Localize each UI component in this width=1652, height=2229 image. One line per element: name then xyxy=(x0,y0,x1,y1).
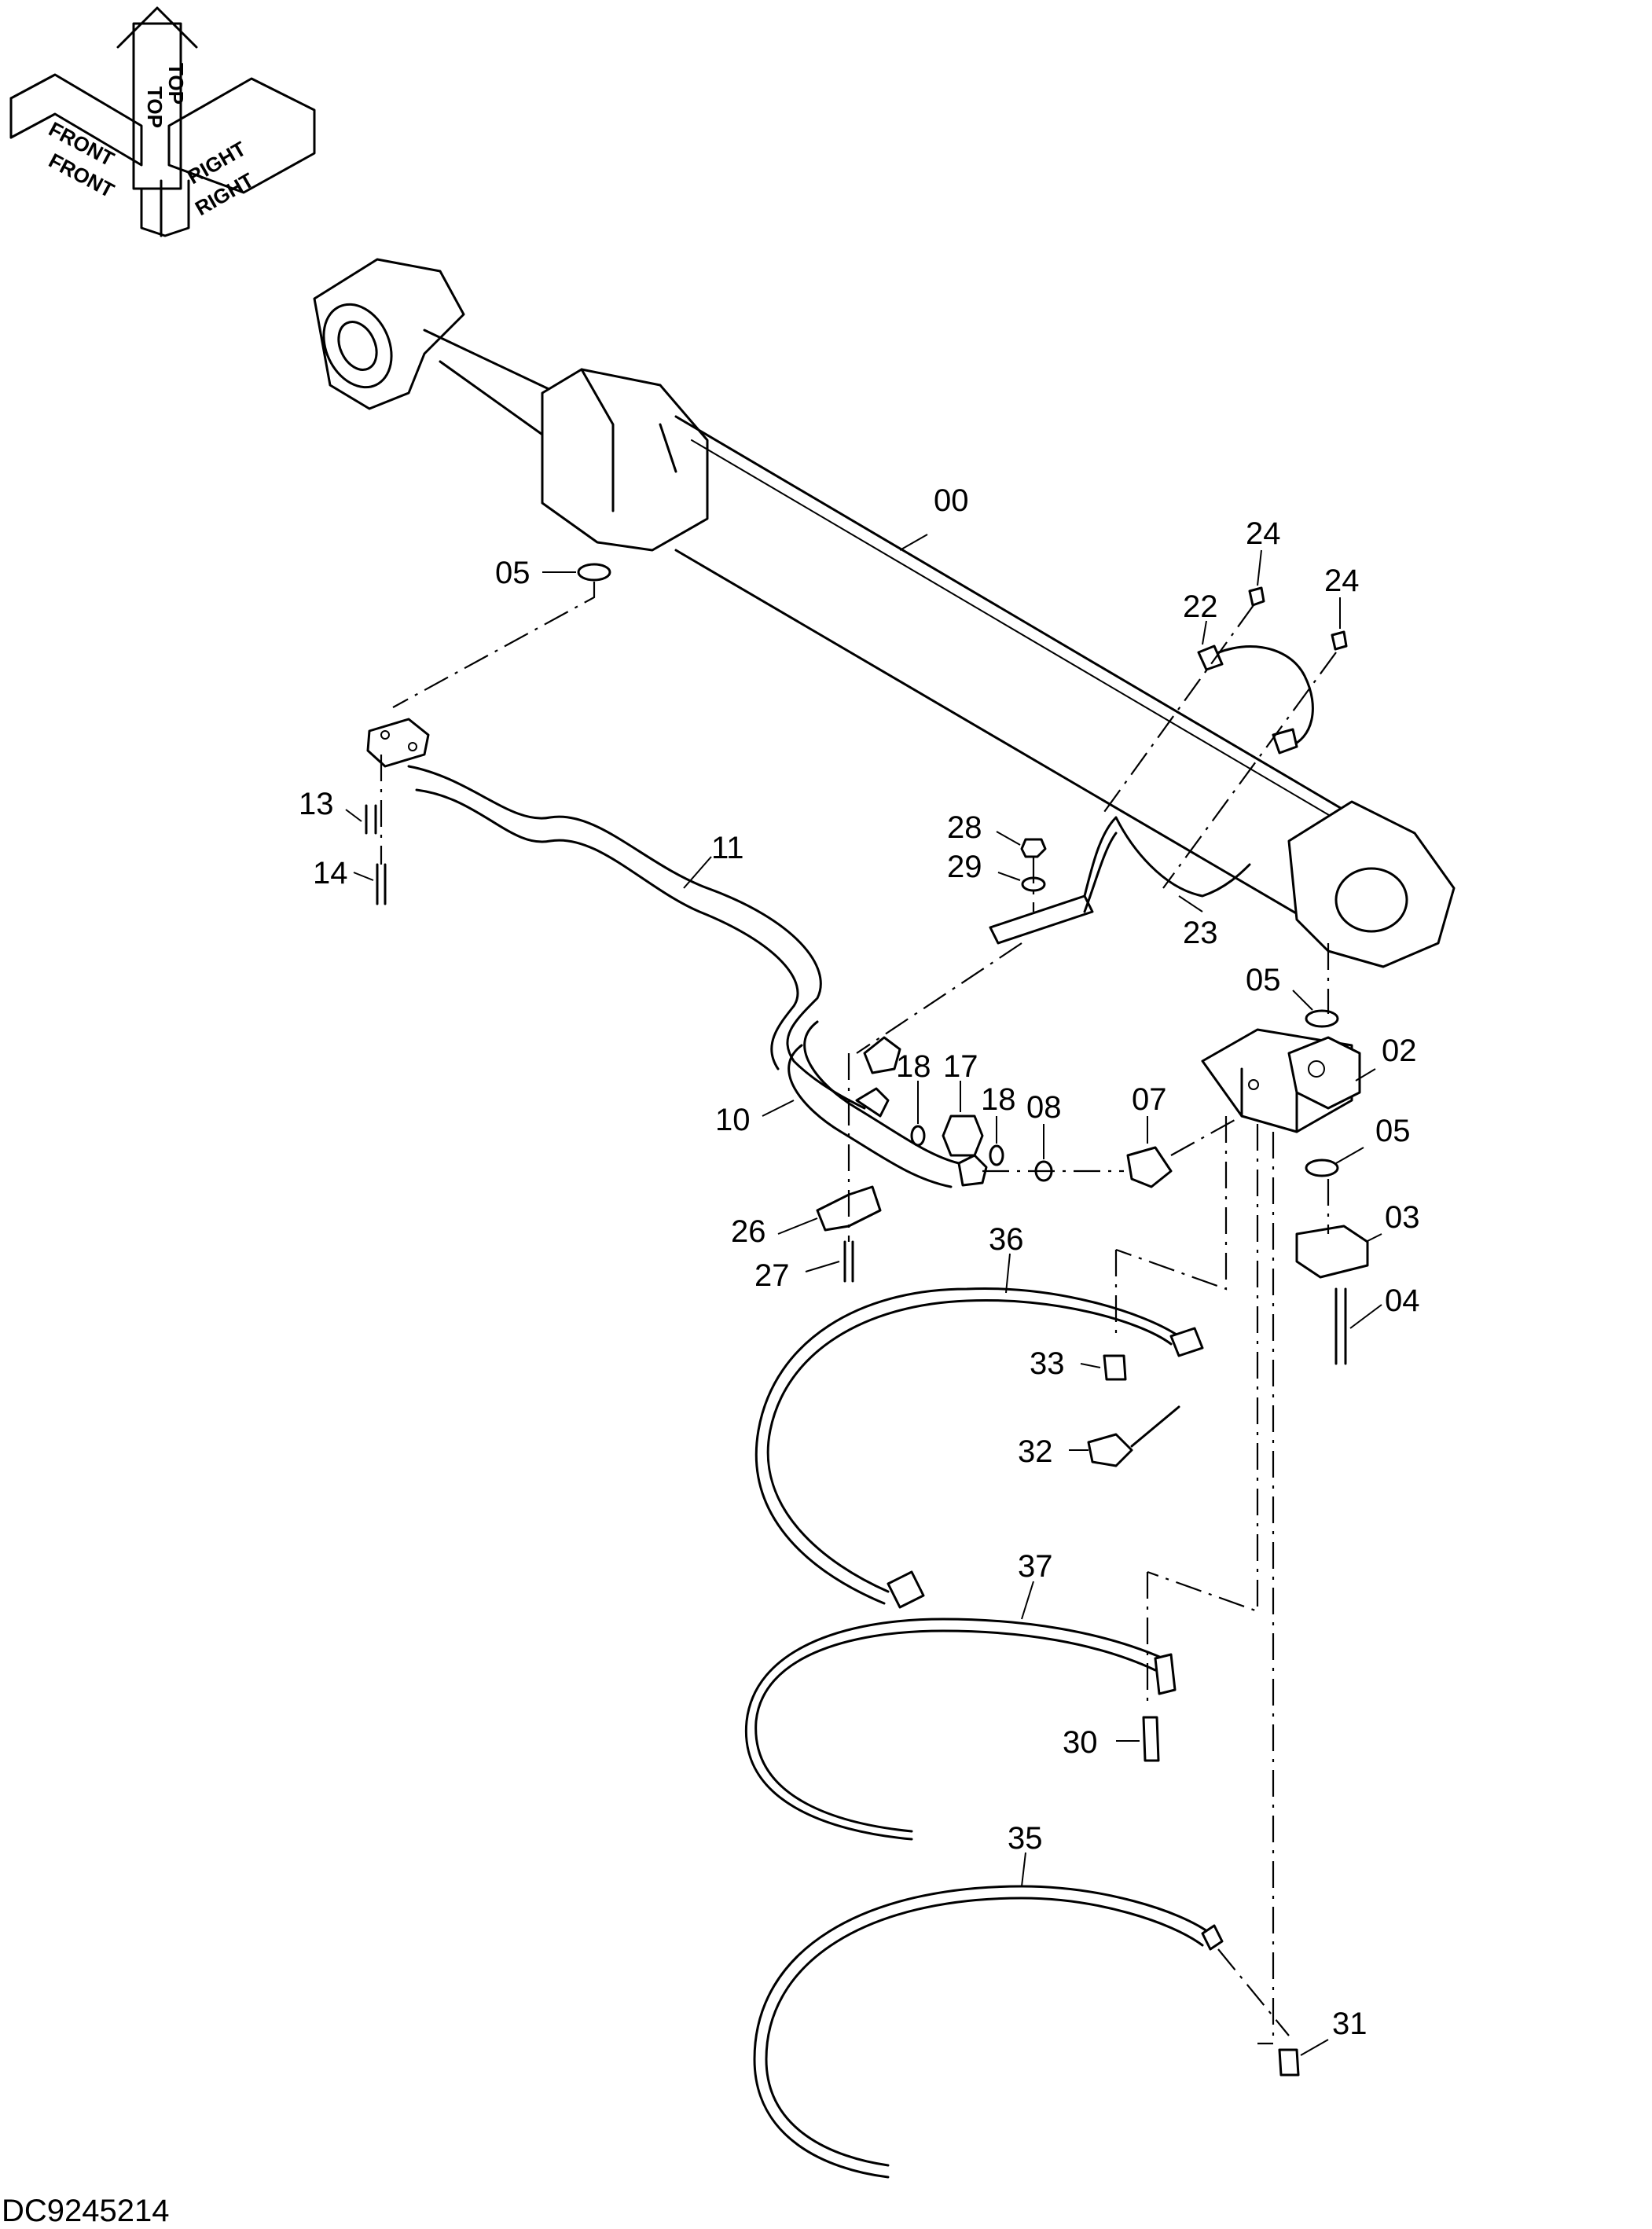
bolt-24-b xyxy=(1331,630,1348,651)
fitting-33 xyxy=(1103,1354,1127,1381)
callout-07: 07 xyxy=(1132,1082,1167,1117)
callout-28: 28 xyxy=(947,810,982,845)
nut-28 xyxy=(1020,838,1047,858)
callout-30: 30 xyxy=(1063,1725,1098,1760)
leader-11 xyxy=(683,856,712,889)
tee-32 xyxy=(1087,1433,1133,1467)
hose-36 xyxy=(754,1287,1204,1609)
callout-13: 13 xyxy=(299,787,334,821)
callout-03: 03 xyxy=(1385,1200,1420,1235)
callout-04: 04 xyxy=(1385,1283,1420,1318)
fitting-30 xyxy=(1142,1716,1160,1762)
hose-37 xyxy=(744,1618,1177,1841)
connector-17 xyxy=(942,1114,984,1157)
callout-35: 35 xyxy=(1008,1821,1043,1856)
callout-14: 14 xyxy=(313,856,348,890)
orientation-label-top-2: TOP xyxy=(164,63,188,105)
bolt-27 xyxy=(843,1240,854,1283)
centerline-35-31 xyxy=(1217,1948,1290,2036)
bolt-24-a xyxy=(1248,586,1265,607)
bracket-23 xyxy=(989,816,1251,945)
callout-33: 33 xyxy=(1030,1346,1065,1381)
callout-22: 22 xyxy=(1183,589,1218,624)
valve-block-02 xyxy=(1201,1028,1361,1133)
callout-05-upper-right: 05 xyxy=(1246,963,1281,997)
callout-24-a: 24 xyxy=(1246,516,1281,551)
elbow-07 xyxy=(1126,1146,1173,1188)
leader-00 xyxy=(899,534,928,551)
o-ring-05-lower-right xyxy=(1305,1159,1339,1177)
o-ring-18-left xyxy=(910,1125,926,1147)
callout-32: 32 xyxy=(1018,1434,1053,1469)
centerline-24-b xyxy=(1162,652,1337,889)
callout-18-left: 18 xyxy=(896,1049,931,1084)
hydraulic-cylinder xyxy=(313,258,1456,968)
centerline-07-02 xyxy=(1170,1115,1243,1156)
drawing-code: DC9245214 xyxy=(2,2194,170,2228)
band-22 xyxy=(1201,645,1314,748)
bolt-14 xyxy=(376,863,387,905)
centerline-05-top xyxy=(392,582,596,708)
callout-05-lower-right: 05 xyxy=(1375,1114,1411,1148)
callout-29: 29 xyxy=(947,850,982,884)
callout-08: 08 xyxy=(1026,1090,1062,1125)
callout-00: 00 xyxy=(934,483,969,518)
callout-24-b: 24 xyxy=(1324,564,1360,598)
callout-27: 27 xyxy=(754,1258,790,1293)
o-ring-05-upper-right xyxy=(1305,1009,1339,1028)
flange-03 xyxy=(1295,1225,1369,1279)
centerline-block-to-36 xyxy=(1115,1116,1228,1291)
callout-05-top: 05 xyxy=(495,556,530,590)
o-ring-18-right xyxy=(989,1144,1004,1166)
leader-10 xyxy=(762,1100,795,1117)
callout-17: 17 xyxy=(943,1049,978,1084)
centerline-block-to-37 xyxy=(1147,1124,1259,1613)
bolt-04 xyxy=(1334,1287,1347,1365)
callout-36: 36 xyxy=(989,1222,1024,1257)
callout-11: 11 xyxy=(711,831,744,865)
callout-10: 10 xyxy=(715,1103,751,1137)
orientation-label-top-1: TOP xyxy=(143,86,167,128)
centerline-24-a xyxy=(1099,604,1254,818)
pipe-10 xyxy=(787,1020,988,1188)
callout-31: 31 xyxy=(1332,2007,1367,2041)
callout-23: 23 xyxy=(1183,916,1218,950)
callout-18-right: 18 xyxy=(981,1082,1016,1117)
pipe-11 xyxy=(366,718,866,1110)
callout-37: 37 xyxy=(1018,1549,1053,1584)
callout-02: 02 xyxy=(1382,1034,1417,1068)
callout-26: 26 xyxy=(731,1214,766,1249)
centerline-block-to-31 xyxy=(1257,1132,1275,2045)
bolt-13 xyxy=(365,804,377,835)
o-ring-05-top xyxy=(577,563,611,582)
orientation-indicator: FRONT FRONT TOP TOP RIGHT RIGHT xyxy=(9,6,316,237)
centerline-23-10 xyxy=(856,942,1022,1054)
fitting-31 xyxy=(1278,2048,1300,2077)
hose-35 xyxy=(753,1885,1224,2179)
